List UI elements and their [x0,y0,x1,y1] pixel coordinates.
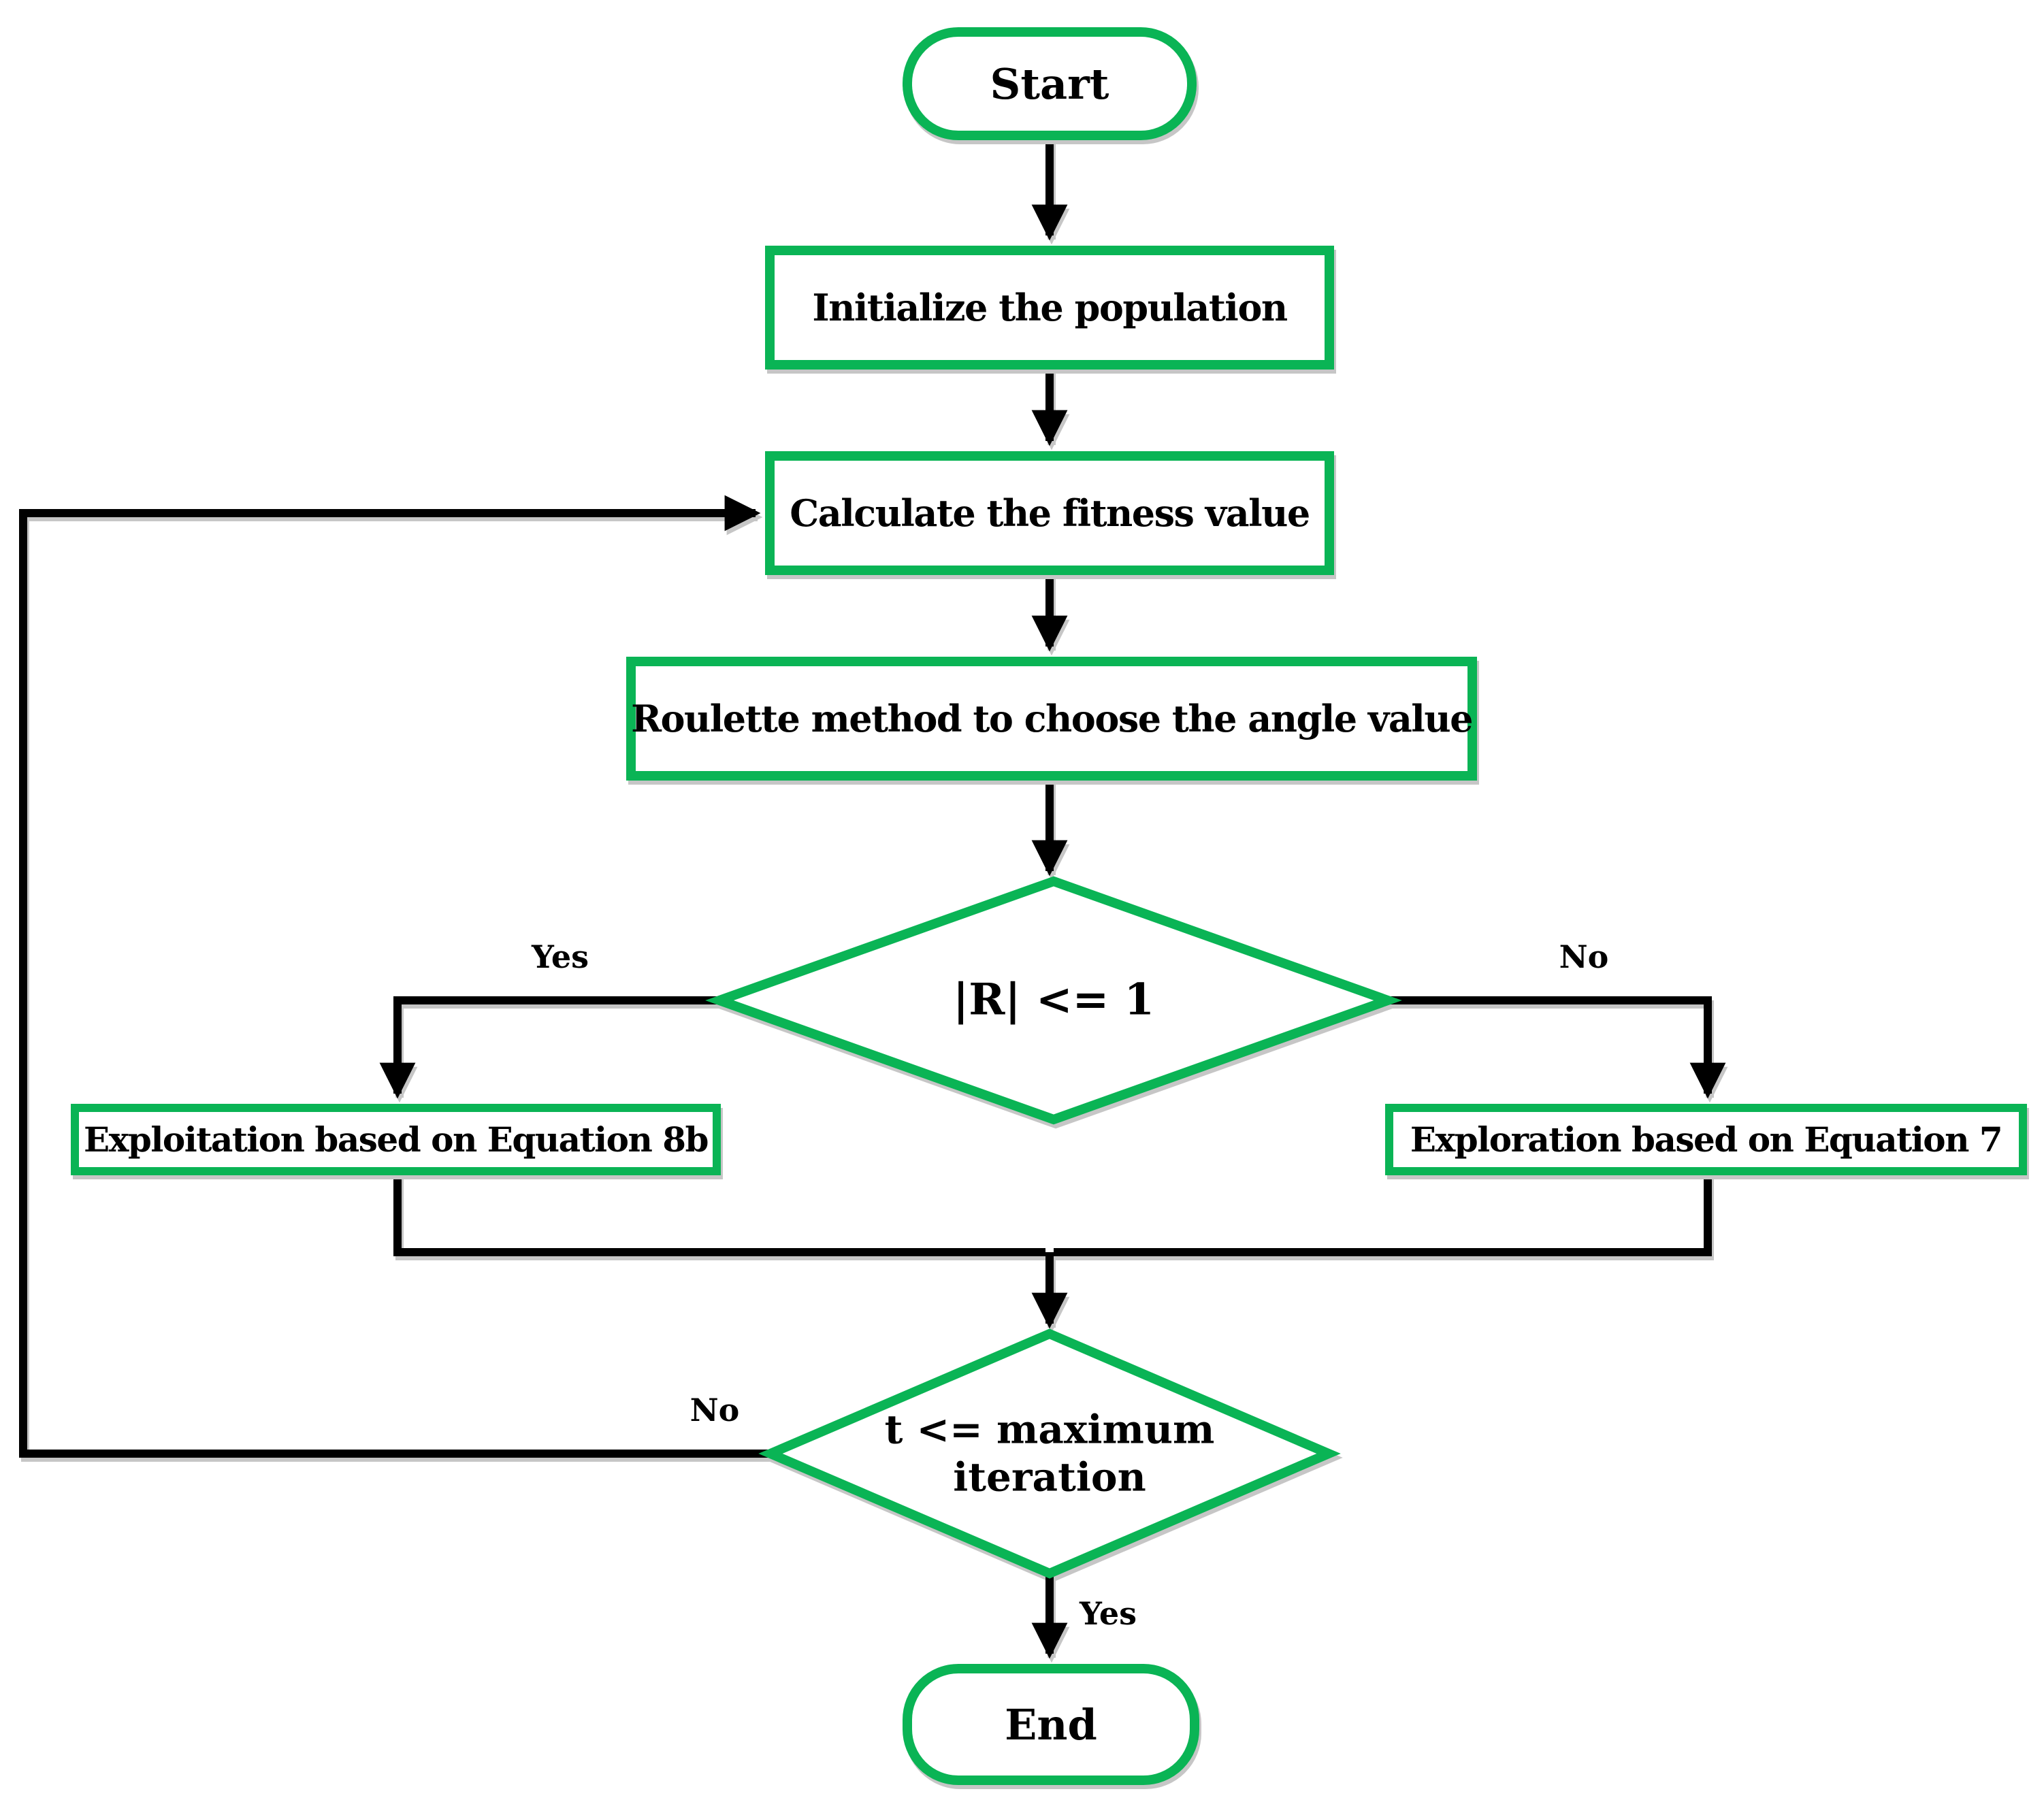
decision-r-diamond [705,876,1402,1125]
edge-decision-r-no-to-exploration [1388,996,1726,1099]
edge-decision-r-yes-to-exploitation [379,996,719,1099]
calculate-fitness-node: Calculate the fitness value [765,451,1334,575]
start-node-label: Start [990,59,1109,109]
decision-iteration-diamond [758,1328,1341,1579]
start-node: Start [903,27,1197,140]
exploration-node: Exploration based on Equation 7 [1385,1104,2027,1175]
decision-iteration-label: t <= maximum iteration [885,1406,1215,1501]
exploration-label: Exploration based on Equation 7 [1410,1119,2003,1160]
end-node-label: End [1005,1699,1097,1750]
edge-exploitation-to-merge [393,1175,1045,1256]
decision-r-label: |R| <= 1 [952,974,1155,1026]
edge-label-r-yes: Yes [531,938,589,975]
roulette-method-node: Roulette method to choose the angle valu… [626,657,1477,781]
edge-label-r-no: No [1559,938,1609,975]
edge-label-iteration-no: No [690,1392,740,1428]
end-node: End [903,1664,1199,1785]
exploitation-node: Exploitation based on Equation 8b [71,1104,721,1175]
edge-label-iteration-yes: Yes [1079,1595,1137,1632]
loop-decision-iteration-no-to-fitness [19,495,770,1458]
decision-iteration-label-line1: t <= maximum [884,1406,1215,1453]
roulette-method-label: Roulette method to choose the angle valu… [631,697,1473,740]
exploitation-label: Exploitation based on Equation 8b [84,1119,709,1160]
decision-iteration-label-line2: iteration [953,1454,1146,1500]
initialize-population-node: Initialize the population [765,246,1334,370]
calculate-fitness-label: Calculate the fitness value [790,491,1310,535]
edge-exploration-to-merge [1054,1175,1712,1256]
initialize-population-label: Initialize the population [812,286,1288,329]
